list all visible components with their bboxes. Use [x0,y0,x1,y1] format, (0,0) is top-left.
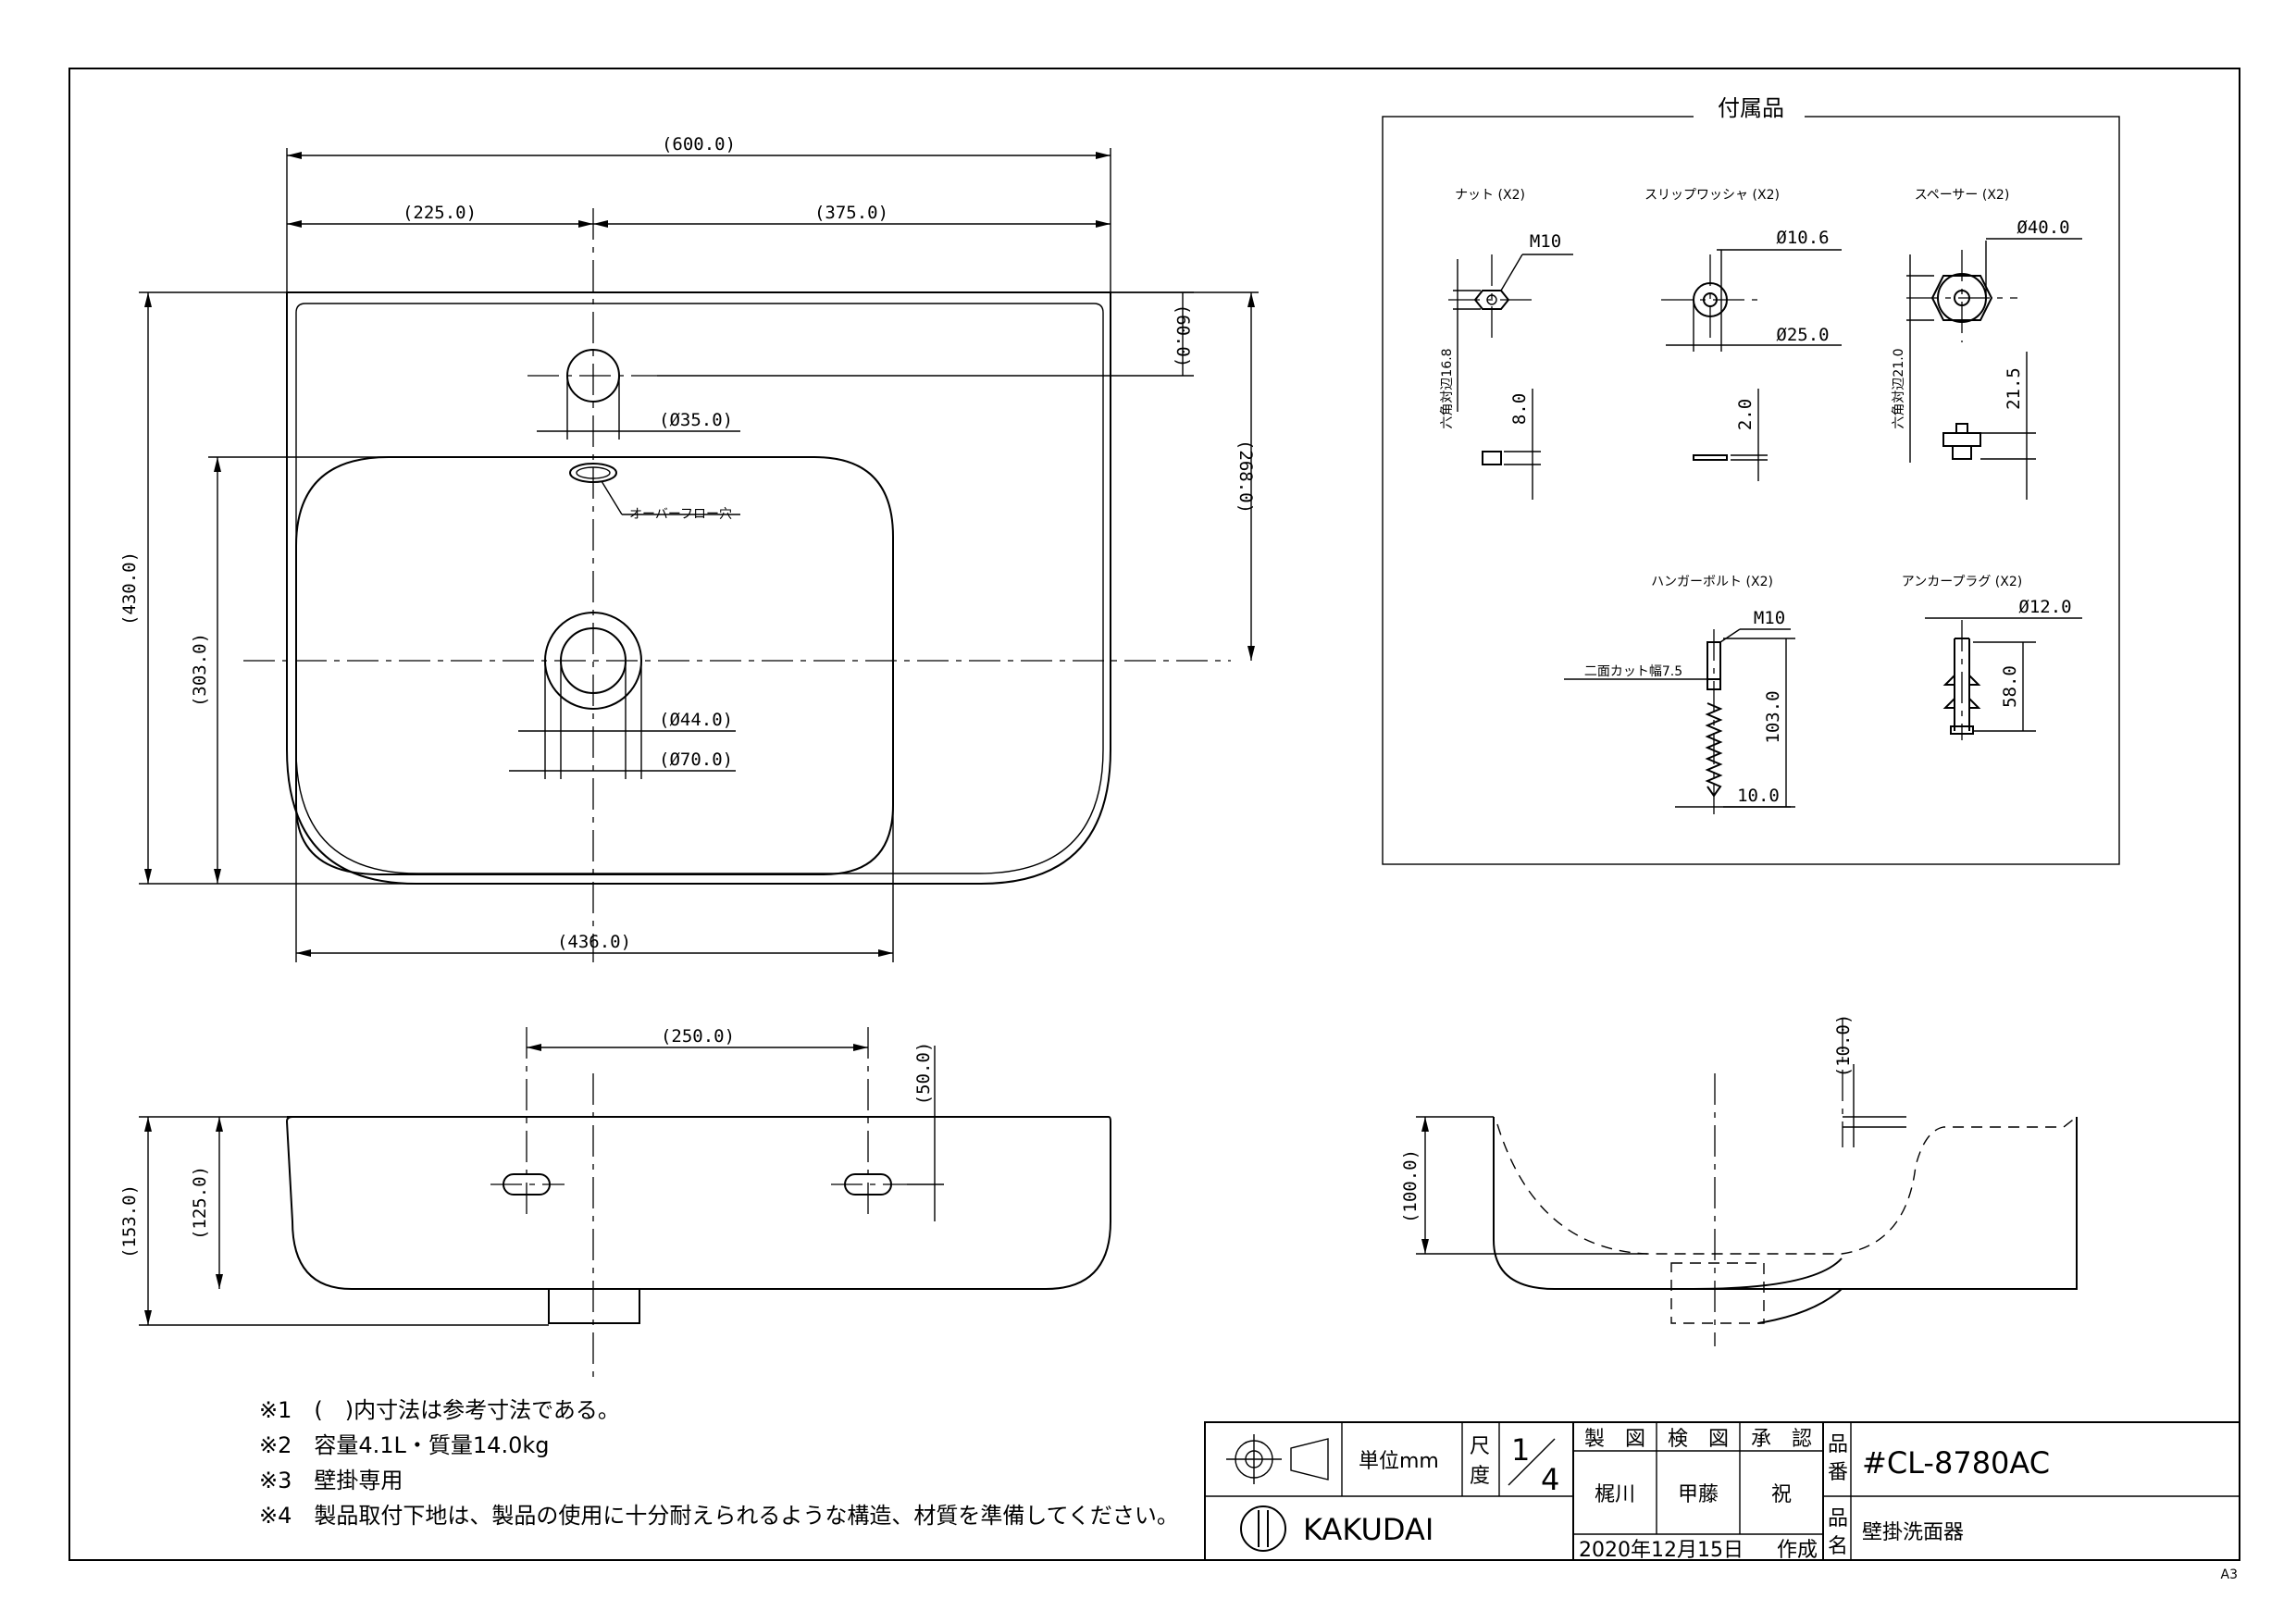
part-no-label-2: 番 [1828,1461,1848,1484]
name-label-1: 品 [1828,1507,1848,1530]
washer-thick: 2.0 [1735,399,1756,430]
dim-height-body: (125.0) [190,1166,210,1240]
scale-label-2: 度 [1470,1465,1490,1488]
drawn-label: 製 図 [1584,1428,1645,1451]
dim-hole-height: (50.0) [913,1042,934,1106]
scale-label-1: 尺 [1470,1435,1490,1458]
bolt-dia: 10.0 [1737,786,1780,806]
part-name: 壁掛洗面器 [1862,1521,1964,1544]
approved-label: 承 認 [1751,1428,1812,1451]
date-suffix: 作成 [1777,1539,1818,1562]
top-view [243,208,1231,962]
dim-height-total: (153.0) [119,1184,140,1258]
name-label-2: 名 [1828,1535,1848,1558]
dim-drain-outer: (Ø70.0) [659,750,733,770]
dim-width-left: (225.0) [403,203,477,223]
dim-faucet-offset: (60.0) [1173,304,1193,368]
dim-faucet-hole: (Ø35.0) [659,410,733,430]
note-2: ※2 容量4.1L・質量14.0kg [259,1432,550,1458]
bolt-label: ハンガーボルト (X2) [1651,575,1773,589]
accessories-title: 付属品 [1718,95,1784,121]
dim-bowl-depth: (303.0) [190,633,210,707]
nut-thick: 8.0 [1509,393,1530,425]
dim-side-top-offset: (10.0) [1833,1014,1854,1078]
dim-drain-offset: (268.0) [1235,440,1256,514]
plug-label: アンカープラグ (X2) [1902,575,2022,589]
dim-width-overall: (600.0) [662,134,736,155]
approved-by: 祝 [1771,1483,1792,1506]
spacer-dia: Ø40.0 [2017,217,2069,238]
scale-num: 1 [1511,1432,1530,1468]
sheet-border [68,68,2240,1561]
note-4: ※4 製品取付下地は、製品の使用に十分耐えられるような構造、材質を準備してくださ… [259,1503,1179,1529]
scale-den: 4 [1541,1462,1559,1497]
bolt-cut: 二面カット幅7.5 [1584,664,1682,679]
washer-outer: Ø25.0 [1776,325,1829,345]
spacer-hex: 六角対辺21.0 [1892,348,1906,428]
side-view [1416,1018,2078,1346]
front-view [139,1027,1111,1379]
part-no-label-1: 品 [1828,1433,1848,1456]
dim-hole-spacing: (250.0) [661,1026,735,1047]
nut-label: ナット (X2) [1455,188,1525,203]
note-1: ※1 ( )内寸法は参考寸法である。 [259,1397,620,1423]
unit-label: 単位mm [1359,1450,1439,1473]
bolt-length: 103.0 [1763,690,1783,743]
brand-logo: KAKUDAI [1303,1512,1433,1547]
dim-bowl-width: (436.0) [557,932,631,952]
drawn-by: 梶川 [1595,1483,1635,1506]
dim-side-height: (100.0) [1400,1149,1421,1223]
note-3: ※3 壁掛専用 [259,1468,403,1493]
dim-depth-overall: (430.0) [119,551,140,626]
date: 2020年12月15日 [1579,1539,1744,1562]
washer-label: スリップワッシャ (X2) [1644,188,1780,203]
nut-hex: 六角対辺16.8 [1440,348,1455,428]
dim-drain-inner: (Ø44.0) [659,710,733,730]
bolt-thread: M10 [1754,608,1785,628]
top-view-dimensions [139,148,1259,962]
nut-thread: M10 [1530,231,1561,252]
title-block [1204,1421,2240,1561]
washer-inner: Ø10.6 [1776,228,1829,248]
plug-length: 58.0 [2000,665,2020,708]
checked-by: 甲藤 [1678,1483,1719,1506]
dim-width-right: (375.0) [814,203,888,223]
spacer-label: スペーサー (X2) [1915,188,2010,203]
overflow-label: オーバーフロー穴 [629,507,732,522]
checked-label: 検 図 [1668,1428,1729,1451]
part-number: #CL-8780AC [1862,1445,2050,1481]
spacer-height: 21.5 [2004,367,2024,410]
plug-dia: Ø12.0 [2018,597,2071,617]
sheet-size: A3 [2221,1567,2238,1582]
accessories-box [1382,104,2120,865]
